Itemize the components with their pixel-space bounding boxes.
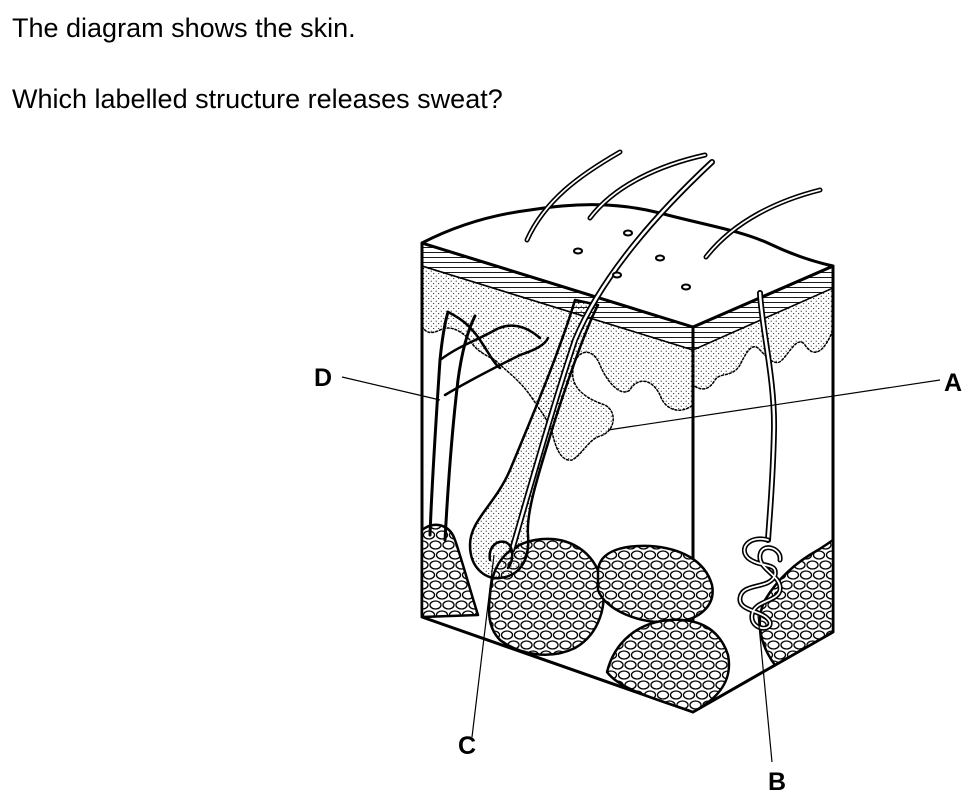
blood-vessel — [428, 310, 450, 537]
label-c: C — [458, 732, 476, 760]
question-intro: The diagram shows the skin. — [12, 13, 356, 43]
label-d: D — [314, 364, 332, 392]
leader-line-c — [471, 554, 495, 738]
fat-lobule-side — [758, 538, 835, 667]
pore — [655, 254, 665, 262]
hair-papilla — [488, 540, 514, 570]
fat-lobule-bottom — [605, 618, 731, 714]
pore — [612, 271, 622, 279]
pore — [681, 283, 691, 291]
pore — [573, 247, 583, 255]
fat-lobule-right — [596, 544, 714, 624]
fat-lobule-left — [420, 523, 480, 619]
label-b: B — [768, 768, 786, 796]
leader-line-b — [757, 614, 773, 763]
leader-line-a — [607, 379, 941, 431]
pore — [623, 229, 633, 237]
question-prompt: Which labelled structure releases sweat? — [12, 84, 503, 114]
leader-line-d — [341, 376, 441, 401]
label-a: A — [944, 369, 962, 397]
blood-vessel — [443, 314, 477, 542]
